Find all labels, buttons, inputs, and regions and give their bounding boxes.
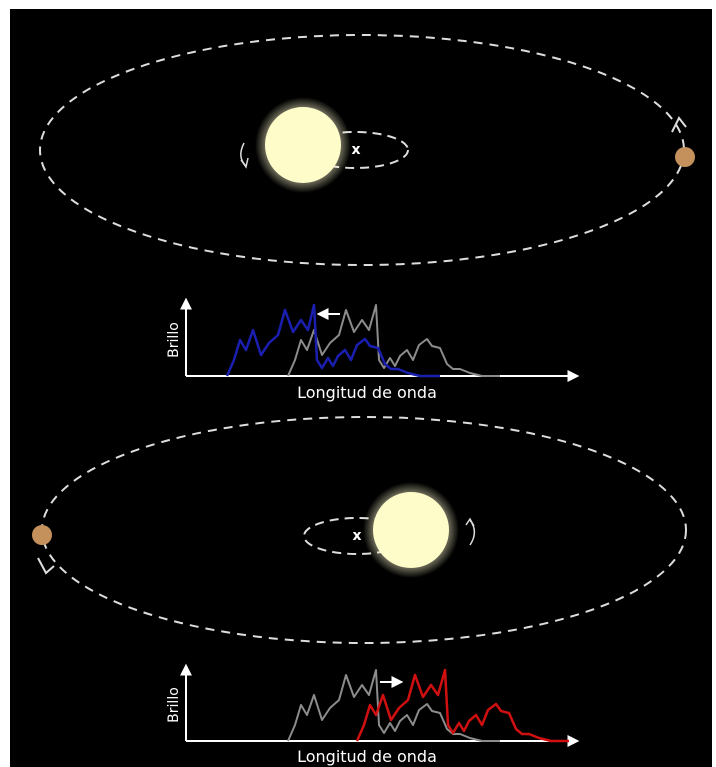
rest-spectrum <box>287 304 500 377</box>
star-orbit <box>301 131 409 169</box>
planet-orbit-arrow-icon <box>37 557 55 575</box>
star <box>265 107 341 183</box>
planet <box>32 525 52 545</box>
planet-orbit <box>39 34 685 266</box>
bottom-spectrum: Brillo Longitud de onda <box>166 663 580 766</box>
planet <box>675 147 695 167</box>
red-shifted-spectrum <box>355 668 569 743</box>
top-spectrum: Brillo Longitud de onda <box>166 297 580 402</box>
bottom-orbit-panel: x <box>32 416 687 644</box>
barycenter-mark: x <box>351 142 360 158</box>
planet-orbit-arrow-icon <box>671 116 687 133</box>
blue-shifted-spectrum <box>225 303 440 378</box>
top-orbit-panel: x <box>39 34 695 266</box>
diagram-background <box>10 9 712 767</box>
y-axis-label: Brillo <box>166 687 182 723</box>
star <box>373 492 449 568</box>
x-axis-label: Longitud de onda <box>297 383 437 402</box>
rest-spectrum <box>287 669 500 742</box>
y-axis-label: Brillo <box>166 322 182 358</box>
orbit-arrowhead-icon <box>465 517 475 527</box>
barycenter-mark: x <box>352 528 361 544</box>
x-axis-label: Longitud de onda <box>297 747 437 766</box>
orbit-arrowhead-icon <box>240 157 249 169</box>
